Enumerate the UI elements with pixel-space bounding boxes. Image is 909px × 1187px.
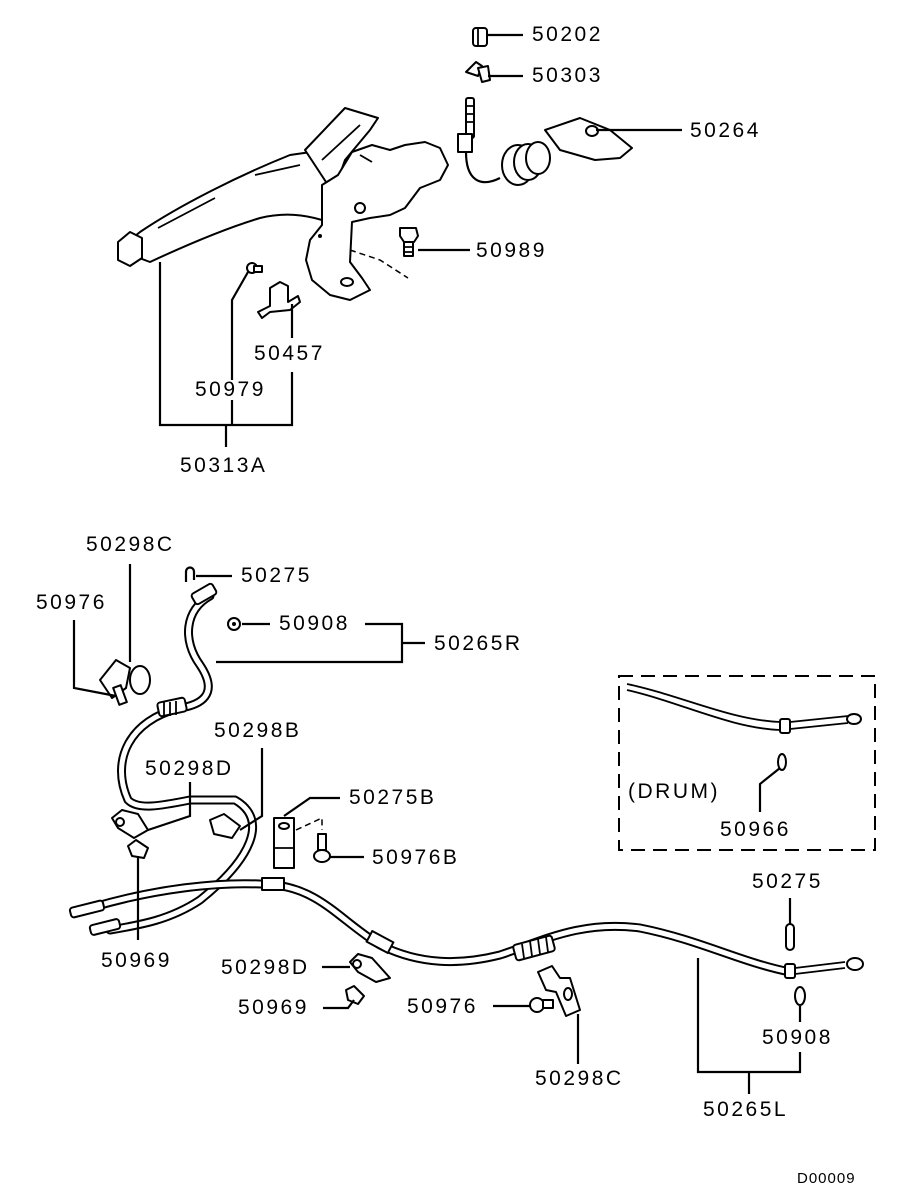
label-50313A: 50313A xyxy=(180,454,268,477)
label-50265R: 50265R xyxy=(434,632,523,655)
switch-50264 xyxy=(457,97,633,186)
label-50989: 50989 xyxy=(476,239,547,262)
bolt-50976B xyxy=(313,833,331,863)
label-50298C-upper: 50298C xyxy=(86,533,175,556)
bracket-50457 xyxy=(257,281,301,319)
drum-inset-label: (DRUM) xyxy=(628,780,720,803)
label-50298D-lower: 50298D xyxy=(221,956,310,979)
label-50908-lower: 50908 xyxy=(762,1026,833,1049)
label-50908-upper: 50908 xyxy=(279,612,350,635)
leader-50275B xyxy=(283,796,340,817)
label-50976-upper: 50976 xyxy=(36,591,107,614)
assembly-guide-50276B xyxy=(295,816,323,831)
leader-50969-lower xyxy=(323,999,355,1010)
label-50979: 50979 xyxy=(195,378,266,401)
label-50298D-upper: 50298D xyxy=(145,757,234,780)
leader-50298D-upper xyxy=(147,782,192,832)
label-50298C-lower: 50298C xyxy=(535,1067,624,1090)
clamp-50298D-upper xyxy=(111,809,149,839)
label-50303: 50303 xyxy=(532,64,603,87)
label-50457: 50457 xyxy=(254,342,325,365)
cable-50265R xyxy=(88,582,257,936)
label-50265L: 50265L xyxy=(703,1098,789,1121)
label-50969-upper: 50969 xyxy=(101,949,172,972)
cable-50265L xyxy=(68,877,864,979)
leader-50979 xyxy=(230,271,249,380)
label-50275-lower: 50275 xyxy=(752,870,823,893)
screw-50979 xyxy=(246,262,263,274)
clamp-50298C-upper xyxy=(99,659,151,699)
pin-50275-upper xyxy=(184,566,196,582)
label-50976B: 50976B xyxy=(372,846,460,869)
leader-50298B xyxy=(239,748,264,831)
label-50298B: 50298B xyxy=(214,719,302,742)
label-50275B: 50275B xyxy=(349,786,437,809)
label-50969-lower: 50969 xyxy=(238,996,309,1019)
lever-base-bracket xyxy=(305,141,449,301)
bolt-50989 xyxy=(399,227,419,257)
leader-50976-upper xyxy=(72,620,117,698)
clip-50303 xyxy=(465,61,491,83)
drawing-code: D00009 xyxy=(797,1170,856,1187)
bolt-50976-upper xyxy=(112,684,128,706)
grommet-50908-lower xyxy=(794,986,806,1006)
label-50264: 50264 xyxy=(690,119,761,142)
clamp-50298D-lower xyxy=(349,953,391,983)
label-50202: 50202 xyxy=(532,23,603,46)
label-50275-upper: 50275 xyxy=(241,564,312,587)
clip-50275B xyxy=(273,817,295,869)
pin-50275-lower xyxy=(785,923,795,951)
lever-handle xyxy=(117,149,332,267)
label-50976-lower: 50976 xyxy=(407,995,478,1018)
clamp-50298B xyxy=(209,813,241,839)
bolt-50976-lower xyxy=(529,997,554,1013)
leader-50966 xyxy=(758,767,781,812)
clip-50969-lower xyxy=(345,985,365,1005)
label-50966: 50966 xyxy=(720,818,791,841)
assembly-guide-line xyxy=(349,249,409,279)
clip-50969-upper xyxy=(127,839,149,859)
drum-inset xyxy=(618,675,876,851)
grommet-50908-upper xyxy=(227,617,241,631)
clamp-50298C-lower xyxy=(537,965,581,1017)
nut-50202 xyxy=(472,27,488,47)
